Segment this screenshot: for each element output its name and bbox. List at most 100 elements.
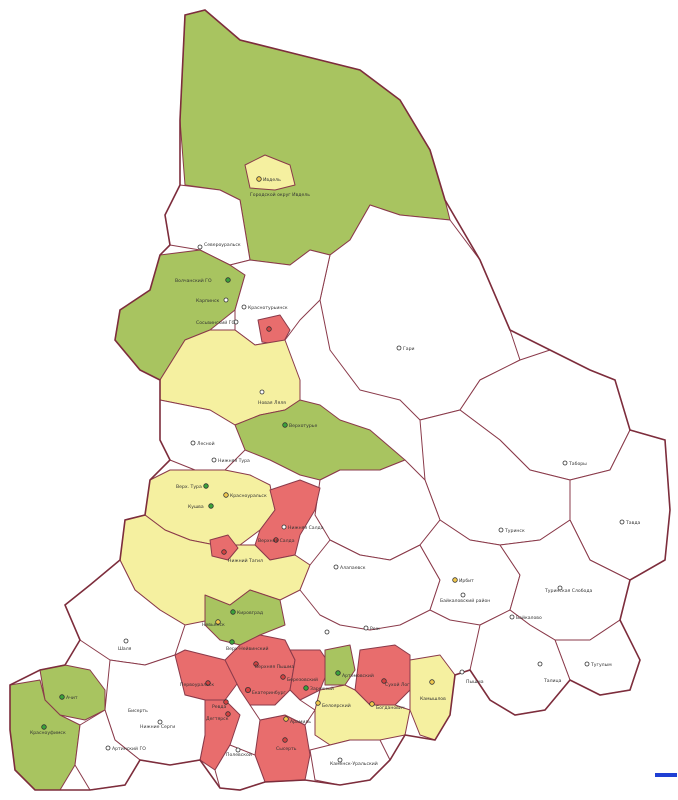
marker-revda[interactable] (223, 699, 229, 705)
marker-kushva[interactable] (208, 503, 214, 509)
marker-berezovsky[interactable] (280, 674, 286, 680)
label-kushva: Кушва (188, 504, 204, 510)
marker-severouralsk[interactable] (197, 244, 203, 250)
marker-degtyarsk[interactable] (225, 711, 231, 717)
marker-kirovgrad[interactable] (230, 609, 236, 615)
label-bogdanovich: Богданович (376, 705, 405, 711)
marker-beloyarsky[interactable] (315, 700, 321, 706)
marker-krasnoturinsk[interactable] (241, 304, 247, 310)
label-kamyshlov: Камышлов (420, 696, 446, 702)
marker-verkh-tura[interactable] (203, 483, 209, 489)
marker-nizhnyaya-tura[interactable] (211, 457, 217, 463)
marker-serov-region[interactable] (233, 319, 239, 325)
marker-shalya[interactable] (123, 638, 129, 644)
marker-nevyansk[interactable] (215, 619, 221, 625)
marker-pervouralsk[interactable] (205, 680, 211, 686)
scale-bar (655, 773, 677, 777)
marker-alapaevsk[interactable] (333, 564, 339, 570)
label-revda: Ревда (212, 704, 226, 710)
marker-achit[interactable] (59, 694, 65, 700)
region-aramil[interactable] (249, 689, 316, 726)
marker-irbit[interactable] (452, 577, 458, 583)
marker-verkhnyaya-pyshma[interactable] (253, 661, 259, 667)
label-krasnoufimsk: Красноуфимск (30, 730, 66, 736)
marker-lesnoy[interactable] (190, 440, 196, 446)
marker-artemovsky[interactable] (335, 670, 341, 676)
label-degtyarsk: Дегтярск (206, 716, 229, 722)
marker-artinsky[interactable] (105, 745, 111, 751)
label-beloyarsky: Белоярский (322, 702, 351, 709)
marker-talitsa[interactable] (537, 661, 543, 667)
region-kirovgrad[interactable] (204, 589, 286, 646)
marker-nizhnyaya-salda[interactable] (281, 524, 287, 530)
marker-sysert[interactable] (282, 737, 288, 743)
label-talitsa: Талица (543, 678, 562, 684)
marker-tabory[interactable] (562, 460, 568, 466)
marker-tavda[interactable] (619, 519, 625, 525)
marker-turinskaya-sloboda[interactable] (557, 585, 563, 591)
region-nizhny-tagil-city[interactable] (209, 534, 239, 561)
marker-polevskoy[interactable] (235, 747, 241, 753)
label-artemovsky: Артемовский (342, 672, 374, 679)
region-krasnoturinsk[interactable] (229, 249, 331, 346)
marker-ekaterinburg[interactable] (244, 687, 251, 694)
region-ivdel-city[interactable] (244, 154, 296, 191)
marker-verkhnyaya-salda[interactable] (273, 537, 279, 543)
marker-karpinsk[interactable] (223, 297, 229, 303)
label-krasnoturinsk: Краснотурьинск (248, 305, 288, 311)
marker-krasnouralsk[interactable] (223, 492, 229, 498)
marker-sukhoy-log[interactable] (381, 678, 387, 684)
label-turinskaya-sloboda: Туринская Слобода (544, 588, 593, 594)
label-pervouralsk: Первоуральск (180, 682, 214, 688)
marker-verkh-neyvinsky[interactable] (229, 639, 235, 645)
label-kirovgrad: Кировград (237, 610, 263, 616)
marker-ivdel[interactable] (256, 176, 262, 182)
label-slobodo: Байкалово (516, 614, 542, 621)
marker-volchansky[interactable] (225, 277, 231, 283)
label-ivdel-district: Городской округ Ивдель (250, 191, 310, 198)
region-berezovsky[interactable] (289, 649, 331, 701)
label-ivdel: Ивдель (263, 177, 281, 183)
label-berezovsky: Березовский (287, 676, 318, 683)
label-krasnouralsk: Красноуральск (230, 493, 267, 499)
marker-turinsk[interactable] (498, 527, 504, 533)
marker-kamyshlov[interactable] (429, 679, 435, 685)
label-aramil: Арамиль (290, 719, 311, 725)
label-baikalovsky: Байкаловский район (440, 597, 490, 604)
marker-bogdanovich[interactable] (369, 701, 375, 707)
marker-gari[interactable] (396, 345, 402, 351)
marker-aramil[interactable] (283, 716, 289, 722)
label-artinsky: Артинский ГО (112, 745, 146, 752)
label-bisert: Бисерть (128, 708, 148, 714)
label-alapaevsk: Алапаевск (340, 565, 366, 571)
label-nizhnyaya-tura: Нижняя Тура (218, 458, 250, 464)
label-achit: Ачит (66, 695, 78, 701)
marker-layer (41, 176, 625, 763)
marker-nizhny-tagil[interactable] (221, 549, 227, 555)
label-gari: Гари (403, 346, 415, 352)
marker-tugulym[interactable] (584, 661, 590, 667)
marker-novaya-lyalya[interactable] (259, 389, 265, 395)
marker-lesnaya[interactable] (324, 629, 330, 635)
region-layer (9, 9, 671, 791)
label-kamensk: Каменск-Уральский (330, 760, 378, 767)
label-layer: Ивдель Городской округ Ивдель Североурал… (30, 177, 641, 767)
label-tugulym: Тугулым (590, 662, 612, 668)
label-verkh-salda: Верхняя Салда (258, 538, 295, 544)
marker-baikalovo[interactable] (460, 592, 466, 598)
label-zarechny: Заречный (310, 685, 334, 692)
marker-zarechny[interactable] (303, 685, 309, 691)
label-lesnoy: Лесной (197, 440, 215, 447)
region-artemovsky[interactable] (324, 644, 356, 686)
oblast-boundary (9, 9, 671, 791)
marker-pyshma[interactable] (459, 669, 465, 675)
marker-baikalovsky[interactable] (509, 614, 515, 620)
region-serov[interactable] (257, 314, 291, 346)
marker-rezh[interactable] (363, 625, 369, 631)
marker-nizhnie-sergi[interactable] (157, 719, 163, 725)
marker-serov[interactable] (266, 326, 272, 332)
marker-krasnoufimsk[interactable] (41, 724, 47, 730)
label-sysert: Сысерть (276, 746, 297, 752)
marker-verkhoturye[interactable] (282, 422, 288, 428)
marker-kamensk[interactable] (337, 757, 343, 763)
